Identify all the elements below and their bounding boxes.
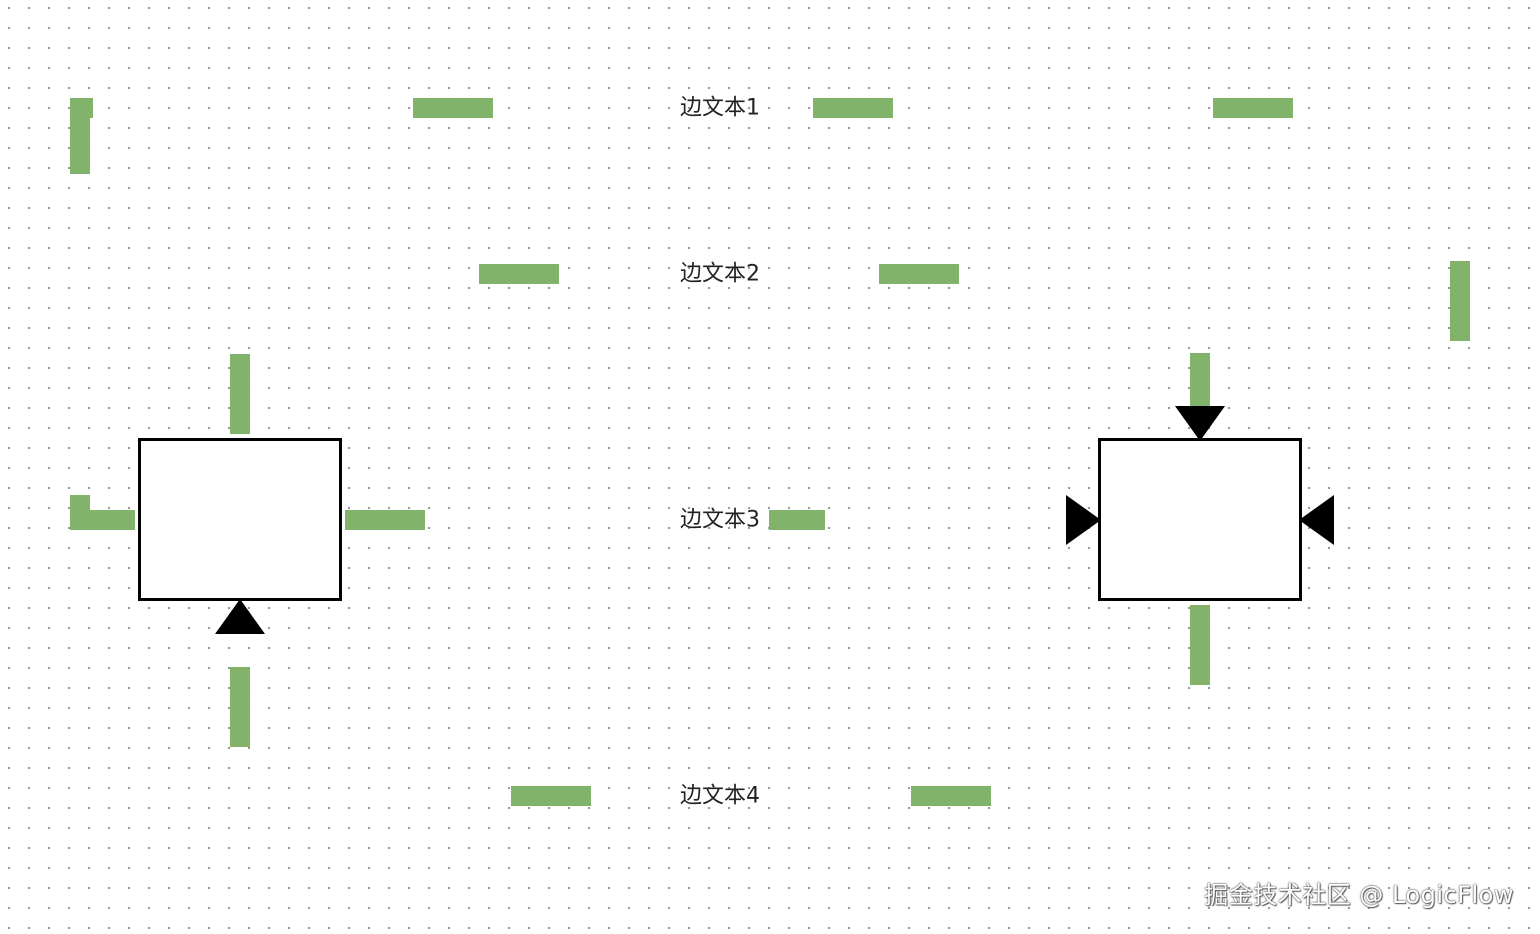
edge-3-segment[interactable]	[345, 510, 425, 530]
edge-4-segment[interactable]	[230, 667, 250, 747]
edge-2[interactable]	[479, 261, 1470, 341]
edge-4-segment[interactable]	[911, 786, 991, 806]
edge-3-segment[interactable]	[1190, 605, 1210, 685]
edge-3[interactable]	[70, 353, 1210, 685]
arrow-left-icon	[1299, 495, 1334, 545]
edge-3-segment[interactable]	[1190, 353, 1210, 407]
edge-3-segment[interactable]	[230, 354, 250, 434]
edge-4-segment[interactable]	[511, 786, 591, 806]
edge-2-segment[interactable]	[879, 264, 959, 284]
edge-1-segment[interactable]	[413, 98, 493, 118]
edge-1[interactable]	[70, 98, 1293, 174]
edge-1-segment[interactable]	[1213, 98, 1293, 118]
rect-node-left[interactable]	[138, 438, 342, 601]
edge-3-segment[interactable]	[769, 510, 825, 530]
arrow-right-icon	[1066, 495, 1101, 545]
edge-3-corner-segment[interactable]	[70, 495, 135, 530]
edge-2-label[interactable]: 边文本2	[680, 262, 760, 287]
watermark: 掘金技术社区 @ LogicFlow	[1204, 881, 1514, 909]
edge-2-segment[interactable]	[479, 264, 559, 284]
edge-3-label[interactable]: 边文本3	[680, 508, 760, 533]
rect-node-right[interactable]	[1098, 438, 1302, 601]
edge-1-segment[interactable]	[813, 98, 893, 118]
arrow-up-icon	[215, 599, 265, 634]
edge-2-segment[interactable]	[1450, 261, 1470, 341]
edge-1-corner-segment[interactable]	[70, 98, 93, 174]
edge-1-label[interactable]: 边文本1	[680, 96, 760, 121]
edge-4-label[interactable]: 边文本4	[680, 784, 760, 809]
arrow-down-icon	[1175, 406, 1225, 441]
edge-4[interactable]	[230, 667, 991, 806]
